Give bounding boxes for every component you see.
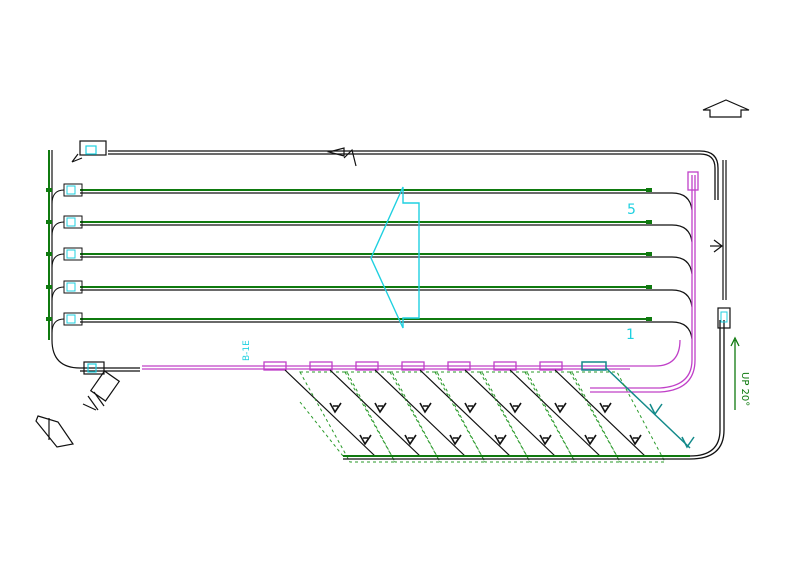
north-arrow-icon: [702, 99, 750, 118]
spray-nozzle-icon: [584, 434, 597, 446]
slope-label: UP 20°: [739, 372, 750, 406]
spray-nozzle-icon: [329, 402, 342, 414]
spray-nozzle-icon: [374, 402, 387, 414]
lane-2: [46, 215, 693, 243]
spray-nozzle-icon: [629, 434, 642, 446]
spray-nozzle-icon: [464, 402, 477, 414]
lane-3: [46, 247, 693, 275]
right-header: [590, 171, 699, 393]
spray-nozzle-icon: [359, 434, 372, 446]
tag-label: B-1E: [242, 340, 252, 361]
flow-arrow-icon: [326, 147, 357, 167]
row-label-top: 5: [627, 202, 636, 218]
spray-nozzle-icon: [599, 402, 612, 414]
right-riser: [710, 160, 727, 300]
lane-4: [46, 280, 693, 308]
direction-arrow-icon: [35, 415, 75, 448]
bottom-left-header: [80, 361, 140, 375]
cyan-flow-outline: [370, 186, 420, 329]
spray-nozzle-icon: [494, 434, 507, 446]
inlet-unit-top: [71, 140, 107, 163]
ladder-icon: [82, 370, 121, 411]
bottom-magenta-header: [142, 339, 681, 371]
spray-nozzle-icon: [449, 434, 462, 446]
diagonal-rows: [284, 369, 666, 463]
left-header: [48, 150, 81, 369]
bottom-line: [343, 307, 731, 460]
diagonal-row-7: [554, 369, 666, 463]
spray-nozzle-icon: [539, 434, 552, 446]
row-label-bottom: 1: [626, 327, 635, 343]
spray-nozzle-icon: [509, 402, 522, 414]
lane-1: [46, 183, 693, 211]
lane-5: [46, 312, 693, 340]
up-arrow-icon: [730, 336, 740, 410]
teal-segment: [581, 361, 695, 449]
top-return-line: [108, 150, 719, 200]
spray-nozzle-icon: [554, 402, 567, 414]
lane-group: [46, 183, 693, 340]
spray-nozzle-icon: [404, 434, 417, 446]
spray-nozzle-icon: [419, 402, 432, 414]
